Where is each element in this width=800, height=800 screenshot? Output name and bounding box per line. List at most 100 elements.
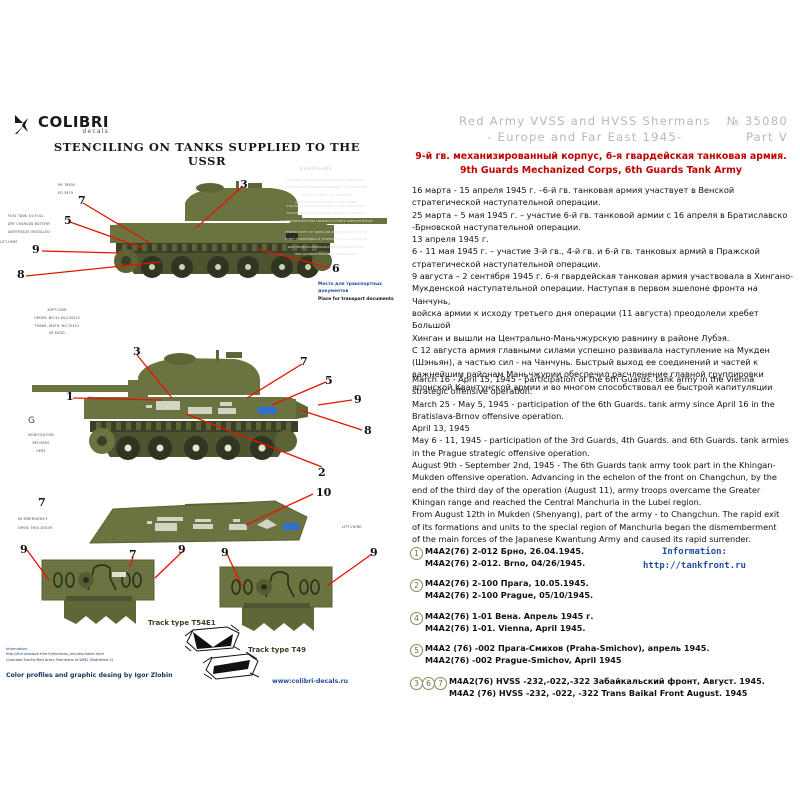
history-ru-line: японской Квантунской армии и во многом с… — [412, 381, 773, 392]
unit-title: 9-й гв. механизированный корпус, 6-я гва… — [410, 150, 792, 177]
header-line-2: - Europe and Far East 1945- — [487, 129, 683, 144]
callout-number: 8 — [364, 424, 372, 437]
history-en-line: Mukden offensive operation. Advancing in… — [412, 472, 777, 483]
transport-documents-note: Место для транспортных документов Place … — [318, 282, 394, 304]
callout-number: 7 — [129, 548, 137, 561]
unit-title-ru: 9-й гв. механизированный корпус, 6-я гва… — [415, 151, 787, 162]
stencil-line: FUEL TANK 3/4 FULL — [8, 214, 44, 219]
stencil-line: XOPT.USSR — [47, 308, 67, 313]
transport-note-ru-2: документов — [318, 288, 349, 294]
header-line-1: Red Army VVSS and HVSS Shermans — [459, 114, 711, 128]
history-en-line: Khingan range and reached the Central Ma… — [412, 496, 702, 507]
callout-number: 9 — [221, 546, 229, 559]
stencil-line: SR EKGD — [49, 331, 65, 336]
footer-website[interactable]: www:colibri-decals.ru — [272, 678, 349, 685]
legend-number-group: 5 — [410, 643, 423, 658]
history-ru-line: 25 марта – 5 мая 1945 г. – участие 6-й г… — [412, 209, 788, 220]
information-label: Information: — [661, 547, 727, 557]
history-ru-line: -Брновской наступательной операции. — [412, 221, 581, 232]
tank-illustration-side-profile — [32, 350, 308, 460]
rear-plate-illustration-left — [41, 559, 155, 624]
stencil-line: ИЗ ВЕНТИЛЯЦИОННЫХ ПРОБОК И ЗАЛИТЬ ЭЛЕКТР… — [279, 218, 373, 223]
brand-name: COLIBRI — [38, 113, 109, 131]
transport-note-en: Place for transport documents — [318, 297, 394, 303]
stencil-line: MODIFICATION — [28, 433, 54, 438]
rear-plate-illustration-right — [219, 566, 333, 631]
footer-info-url[interactable]: http://the.shadock.free.fr/sherman_minut… — [6, 652, 104, 657]
stencil-line: DRY CHARGED BATTERY — [8, 221, 51, 226]
history-en-line: March 16 - April 15, 1945 - participatio… — [412, 374, 755, 384]
legend-text: M4A2(76) 2-100 Прага, 10.05.1945.M4A2(76… — [425, 578, 593, 601]
stencil-lift-here-top: LIFT-HERE — [0, 240, 18, 244]
history-ru-line: Мукденской наступательной операции. Наст… — [412, 283, 758, 306]
legend-text-en: M4A2(76) -002 Prague-Smichov, April 1945 — [425, 655, 622, 666]
header-part: Part V — [745, 129, 788, 144]
callout-number: 2 — [318, 466, 326, 479]
footer-info-book: Comrade Emcha Red Army Shermans of WW2 (… — [6, 657, 114, 662]
history-en-line: strategic offensive operation. — [412, 386, 533, 397]
callout-number: 8 — [17, 268, 25, 281]
glacis-plate-illustration — [89, 500, 308, 544]
stencil-line: 2 БАТАРЕИ СУХО-ЗАРЯЖЕННОГО ТИПА ДЛЯ ПУСК… — [286, 204, 366, 208]
legend-text: M4A2(76) HVSS -232,-022,-322 Забайкальск… — [449, 676, 765, 699]
legend-text: M4A2(76) 1-01 Вена. Апрель 1945 г.M4A2(7… — [425, 611, 593, 634]
stencil-line: ТЕМПЕРАТУРЕ -30° ЦЕЛЬСИЯ 20° ЦЕЛЬСИЯ) И … — [284, 230, 368, 234]
callout-number: 9 — [354, 393, 362, 406]
stencil-line: RECORDS — [32, 440, 50, 445]
unit-title-en: 9th Guards Mechanized Corps, 6th Guards … — [459, 164, 743, 176]
stencil-warning-block-3: ТЕМПЕРАТУРЕ -30° ЦЕЛЬСИЯ 20° ЦЕЛЬСИЯ) И … — [250, 227, 402, 259]
legend-text-en: M4A2(76) 1-01. Vienna, April 1945. — [425, 622, 586, 633]
history-ru-line: 13 апреля 1945 г. — [412, 234, 489, 245]
stencil-lift-here-panel: LIFT-HERE — [342, 525, 362, 529]
history-en-line: From August 12th in Mukden (Shenyang), p… — [412, 509, 780, 520]
information-url[interactable]: http://tankfront.ru — [643, 560, 746, 571]
callout-number: 9 — [32, 243, 40, 256]
callout-number: 9 — [20, 543, 28, 556]
stencil-line: ПРИ СООТВЕТСТВУЮЩЕЙ ТЕМПЕРАТУРЕ — [294, 252, 358, 257]
bird-logo-icon — [15, 115, 28, 134]
legend-number-circle: 2 — [410, 579, 423, 593]
history-en-line: April 13, 1945 — [412, 423, 470, 434]
legend-number-group: 1 — [410, 546, 423, 560]
legend-number-circle: 7 — [434, 676, 447, 690]
stencil-line: СИСТЕМА ОХЛАЖДЕНИЯ ДВИГАТЕЛЯ ЗАПОЛНЕНА — [286, 178, 366, 182]
history-ru-line: С 12 августа армия главными силами успеш… — [412, 344, 770, 355]
stencil-line: MF 78450 — [58, 183, 76, 188]
history-en-line: in the Prague strategic offensive operat… — [412, 447, 590, 458]
legend-number-circle: 4 — [410, 611, 423, 625]
callout-number: 9 — [370, 546, 378, 559]
track-type-label-1: Track type T54E1 — [148, 619, 216, 627]
history-en-line: of its formations and units to the speci… — [412, 521, 777, 532]
stencil-line: TRANS. INSTR. NO.70453 — [34, 323, 80, 328]
history-en-line: end of the third day of the operation (A… — [412, 484, 761, 495]
footer-info-label: Information: — [6, 647, 29, 651]
callout-number: 7 — [300, 355, 308, 368]
stencil-line: ПРИ-40°C (МИНУС 40° ЦЕЛЬСИЯ) — [300, 192, 352, 197]
stencil-warning-title: ВНИМАНИЕ — [300, 166, 333, 171]
brand-subtitle: decals — [82, 128, 109, 135]
track-type-label-2: Track type T49 — [248, 646, 307, 654]
legend-text-ru: M4A2(76) 2-012 Брно, 26.04.1945. — [425, 546, 585, 556]
stencil-line: ANTIFREEZE INSTALLED — [8, 229, 50, 234]
page-title: STENCILING ON TANKS SUPPLIED TO THE USSR — [53, 140, 361, 168]
callout-number: 7 — [38, 496, 46, 509]
stencil-line: ORDER. NO.31-80/L40010 — [34, 315, 80, 320]
history-ru-line: 9 августа – 2 сентября 1945 г. 6-я гвард… — [412, 271, 794, 282]
history-text-english: March 16 - April 15, 1945 - participatio… — [412, 373, 800, 545]
history-ru-line: войска армии к исходу третьего дня опера… — [412, 307, 759, 331]
legend-number-group: 4 — [410, 611, 423, 625]
history-ru-line: 16 марта - 15 апреля 1945 г. –6-й гв. та… — [412, 185, 735, 195]
legend-text: M4A2(76) 2-012 Брно, 26.04.1945.M4A2(76)… — [425, 546, 585, 569]
legend-text-ru: M4A2 (76) -002 Прага-Смихов (Praha-Smich… — [425, 643, 710, 654]
callout-number: 1 — [66, 390, 74, 403]
